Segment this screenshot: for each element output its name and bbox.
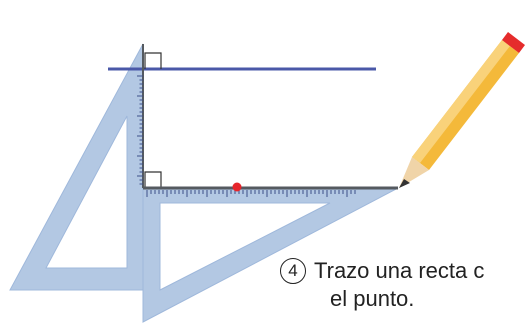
pencil-icon <box>399 32 525 188</box>
vertical-ruler-ticks <box>137 75 143 185</box>
right-angle-mark-top <box>144 52 162 69</box>
horizontal-ruler-ticks <box>146 190 356 197</box>
caption-line-1: Trazo una recta c <box>314 258 485 283</box>
point-marker <box>232 182 242 192</box>
tall-set-square <box>9 43 144 291</box>
step-number-badge: 4 <box>280 258 306 284</box>
right-angle-mark-bottom <box>144 171 162 188</box>
step-caption: 4 Trazo una recta c <box>280 256 484 286</box>
caption-line-2: el punto. <box>330 286 415 311</box>
